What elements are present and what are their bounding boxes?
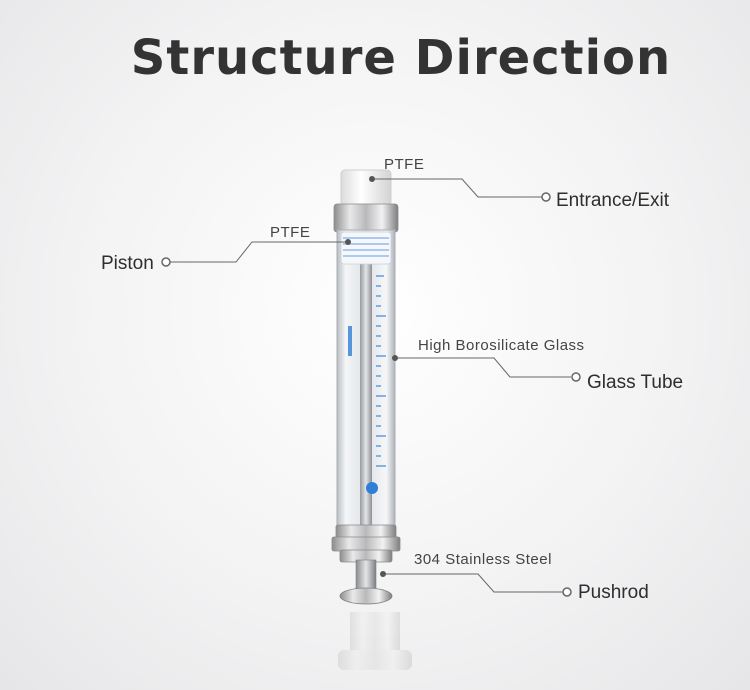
bottom-cap-flange — [331, 536, 401, 552]
top-cap — [333, 203, 399, 233]
ptfe-piston — [340, 231, 392, 265]
ptfe-tip — [340, 169, 392, 207]
entrance-material-label: PTFE — [384, 156, 425, 173]
piston-name-label: Piston — [101, 253, 154, 274]
tube-material-label: High Borosilicate Glass — [418, 337, 585, 354]
graduation-scale — [376, 275, 386, 467]
callout-end-piston — [161, 257, 171, 267]
callout-end-pushrod — [562, 587, 572, 597]
callout-glass — [395, 357, 571, 378]
syringe-reflection — [338, 612, 412, 670]
callout-piston — [170, 241, 348, 263]
tube-name-label: Glass Tube — [587, 372, 684, 393]
pushrod-button — [339, 587, 393, 605]
rod-name-label: Pushrod — [578, 582, 649, 603]
pushrod — [355, 559, 377, 593]
logo-mark — [366, 482, 378, 494]
inner-plunger — [360, 262, 372, 527]
callout-end-glass — [571, 372, 581, 382]
callout-pushrod — [383, 573, 563, 593]
callout-entrance — [372, 178, 542, 198]
entrance-name-label: Entrance/Exit — [556, 190, 669, 211]
callout-end-entrance — [541, 192, 551, 202]
rod-material-label: 304 Stainless Steel — [414, 551, 552, 568]
page-title: Structure Direction — [130, 30, 672, 86]
piston-material-label: PTFE — [270, 224, 311, 241]
